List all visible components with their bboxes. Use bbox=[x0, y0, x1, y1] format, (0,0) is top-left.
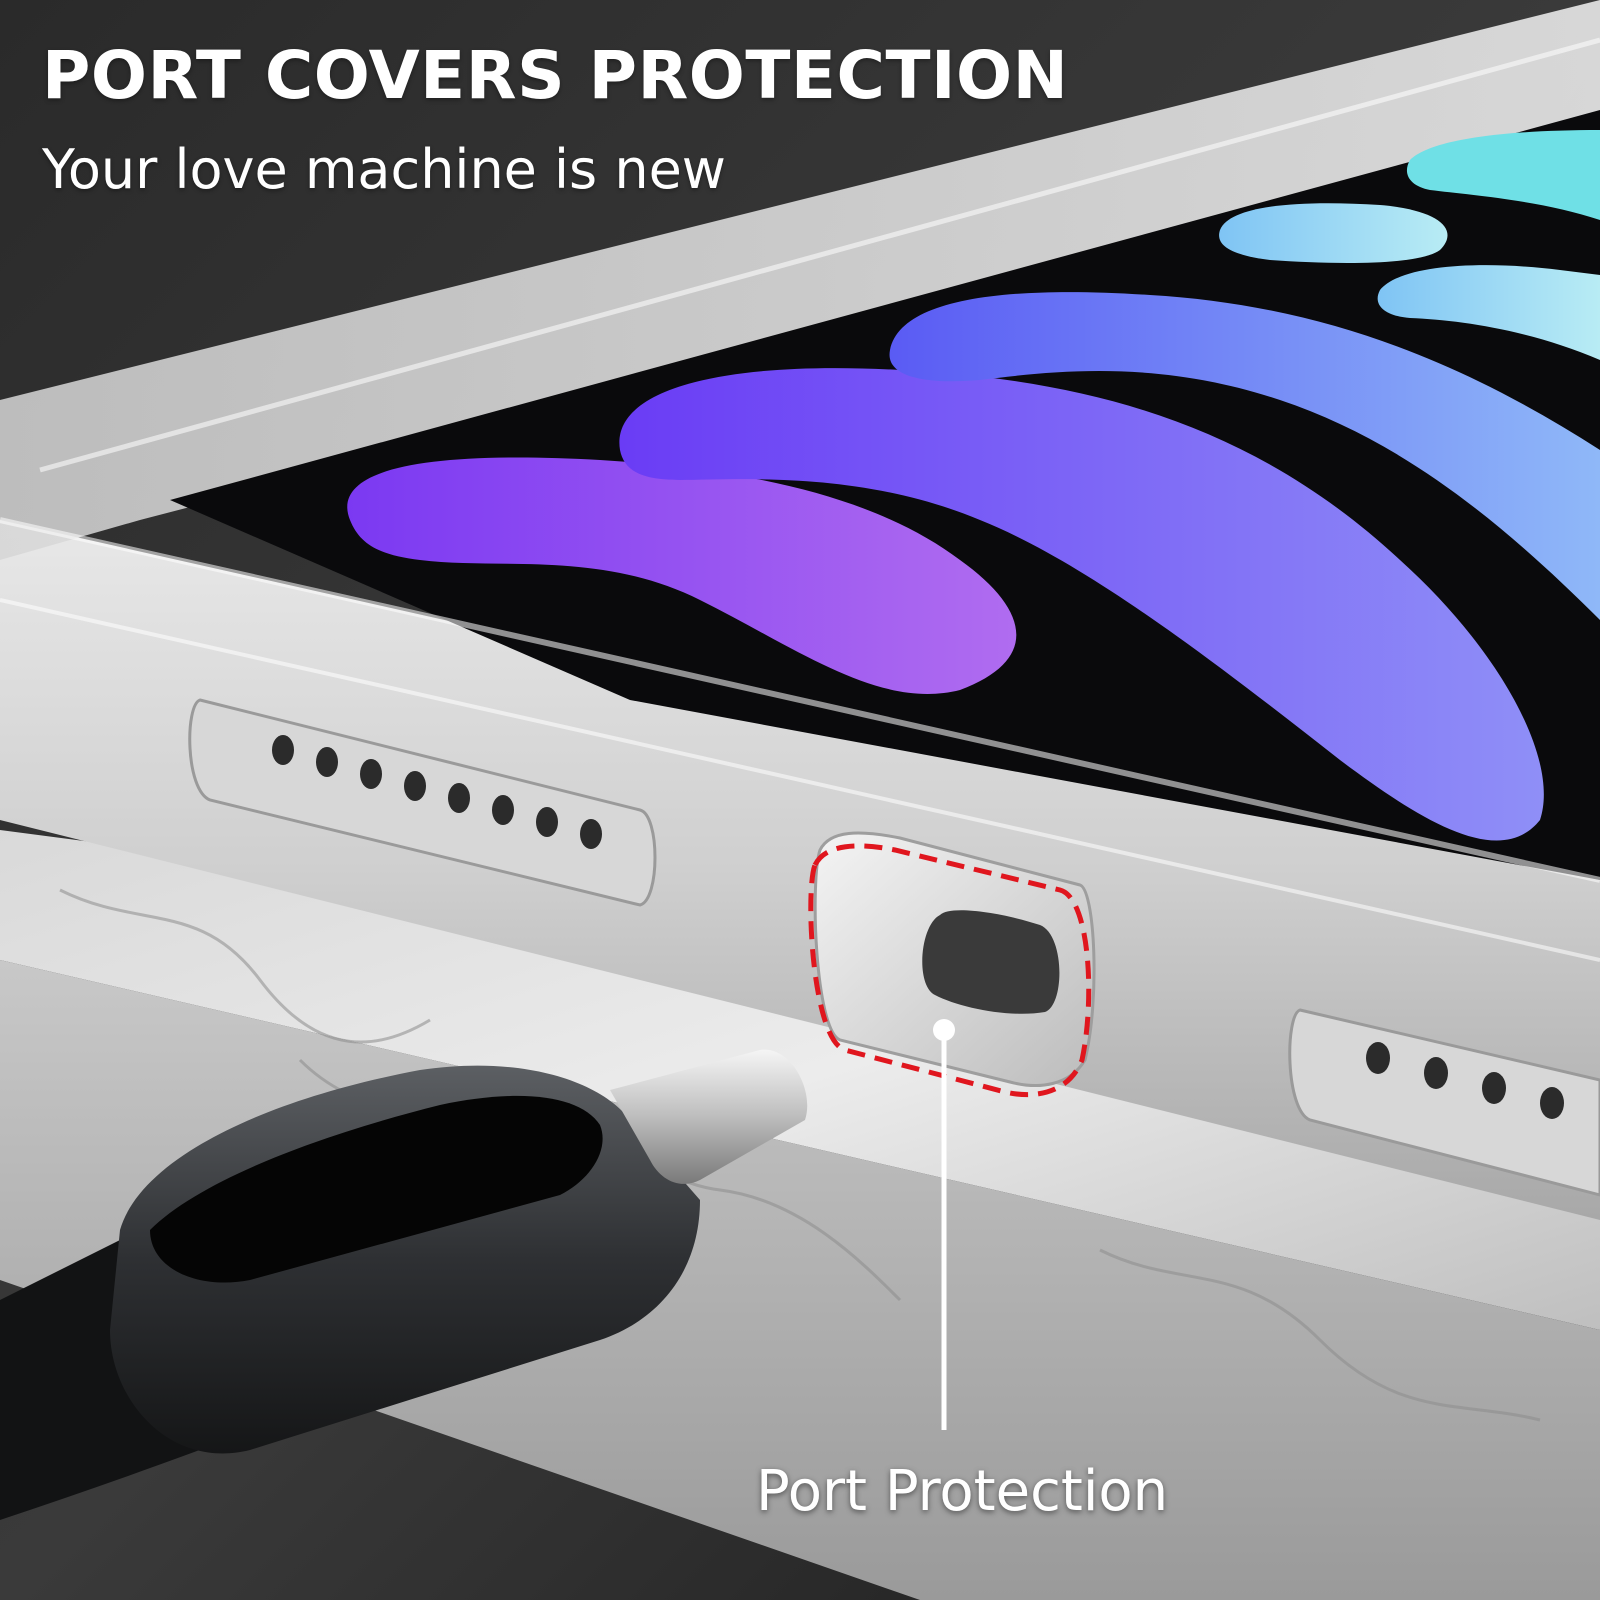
cable-housing-inset bbox=[150, 1095, 603, 1283]
case-highlights bbox=[0, 37, 1600, 962]
case-top-rim bbox=[0, 0, 1600, 560]
speaker-grille-right bbox=[1288, 1008, 1600, 1197]
speaker-grille-left bbox=[188, 698, 657, 907]
tablet-screen bbox=[170, 110, 1600, 880]
port-highlight-outline bbox=[808, 843, 1092, 1098]
case-side-edge bbox=[0, 520, 1600, 1220]
wallpaper bbox=[347, 130, 1600, 841]
callout-label: Port Protection bbox=[756, 1459, 1169, 1524]
usb-c-port bbox=[922, 910, 1060, 1014]
port-cover bbox=[813, 831, 1096, 1088]
usb-c-plug bbox=[610, 1049, 808, 1184]
usb-c-cable bbox=[0, 1049, 808, 1520]
headline: PORT COVERS PROTECTION bbox=[42, 37, 1069, 114]
subheadline: Your love machine is new bbox=[42, 138, 726, 201]
